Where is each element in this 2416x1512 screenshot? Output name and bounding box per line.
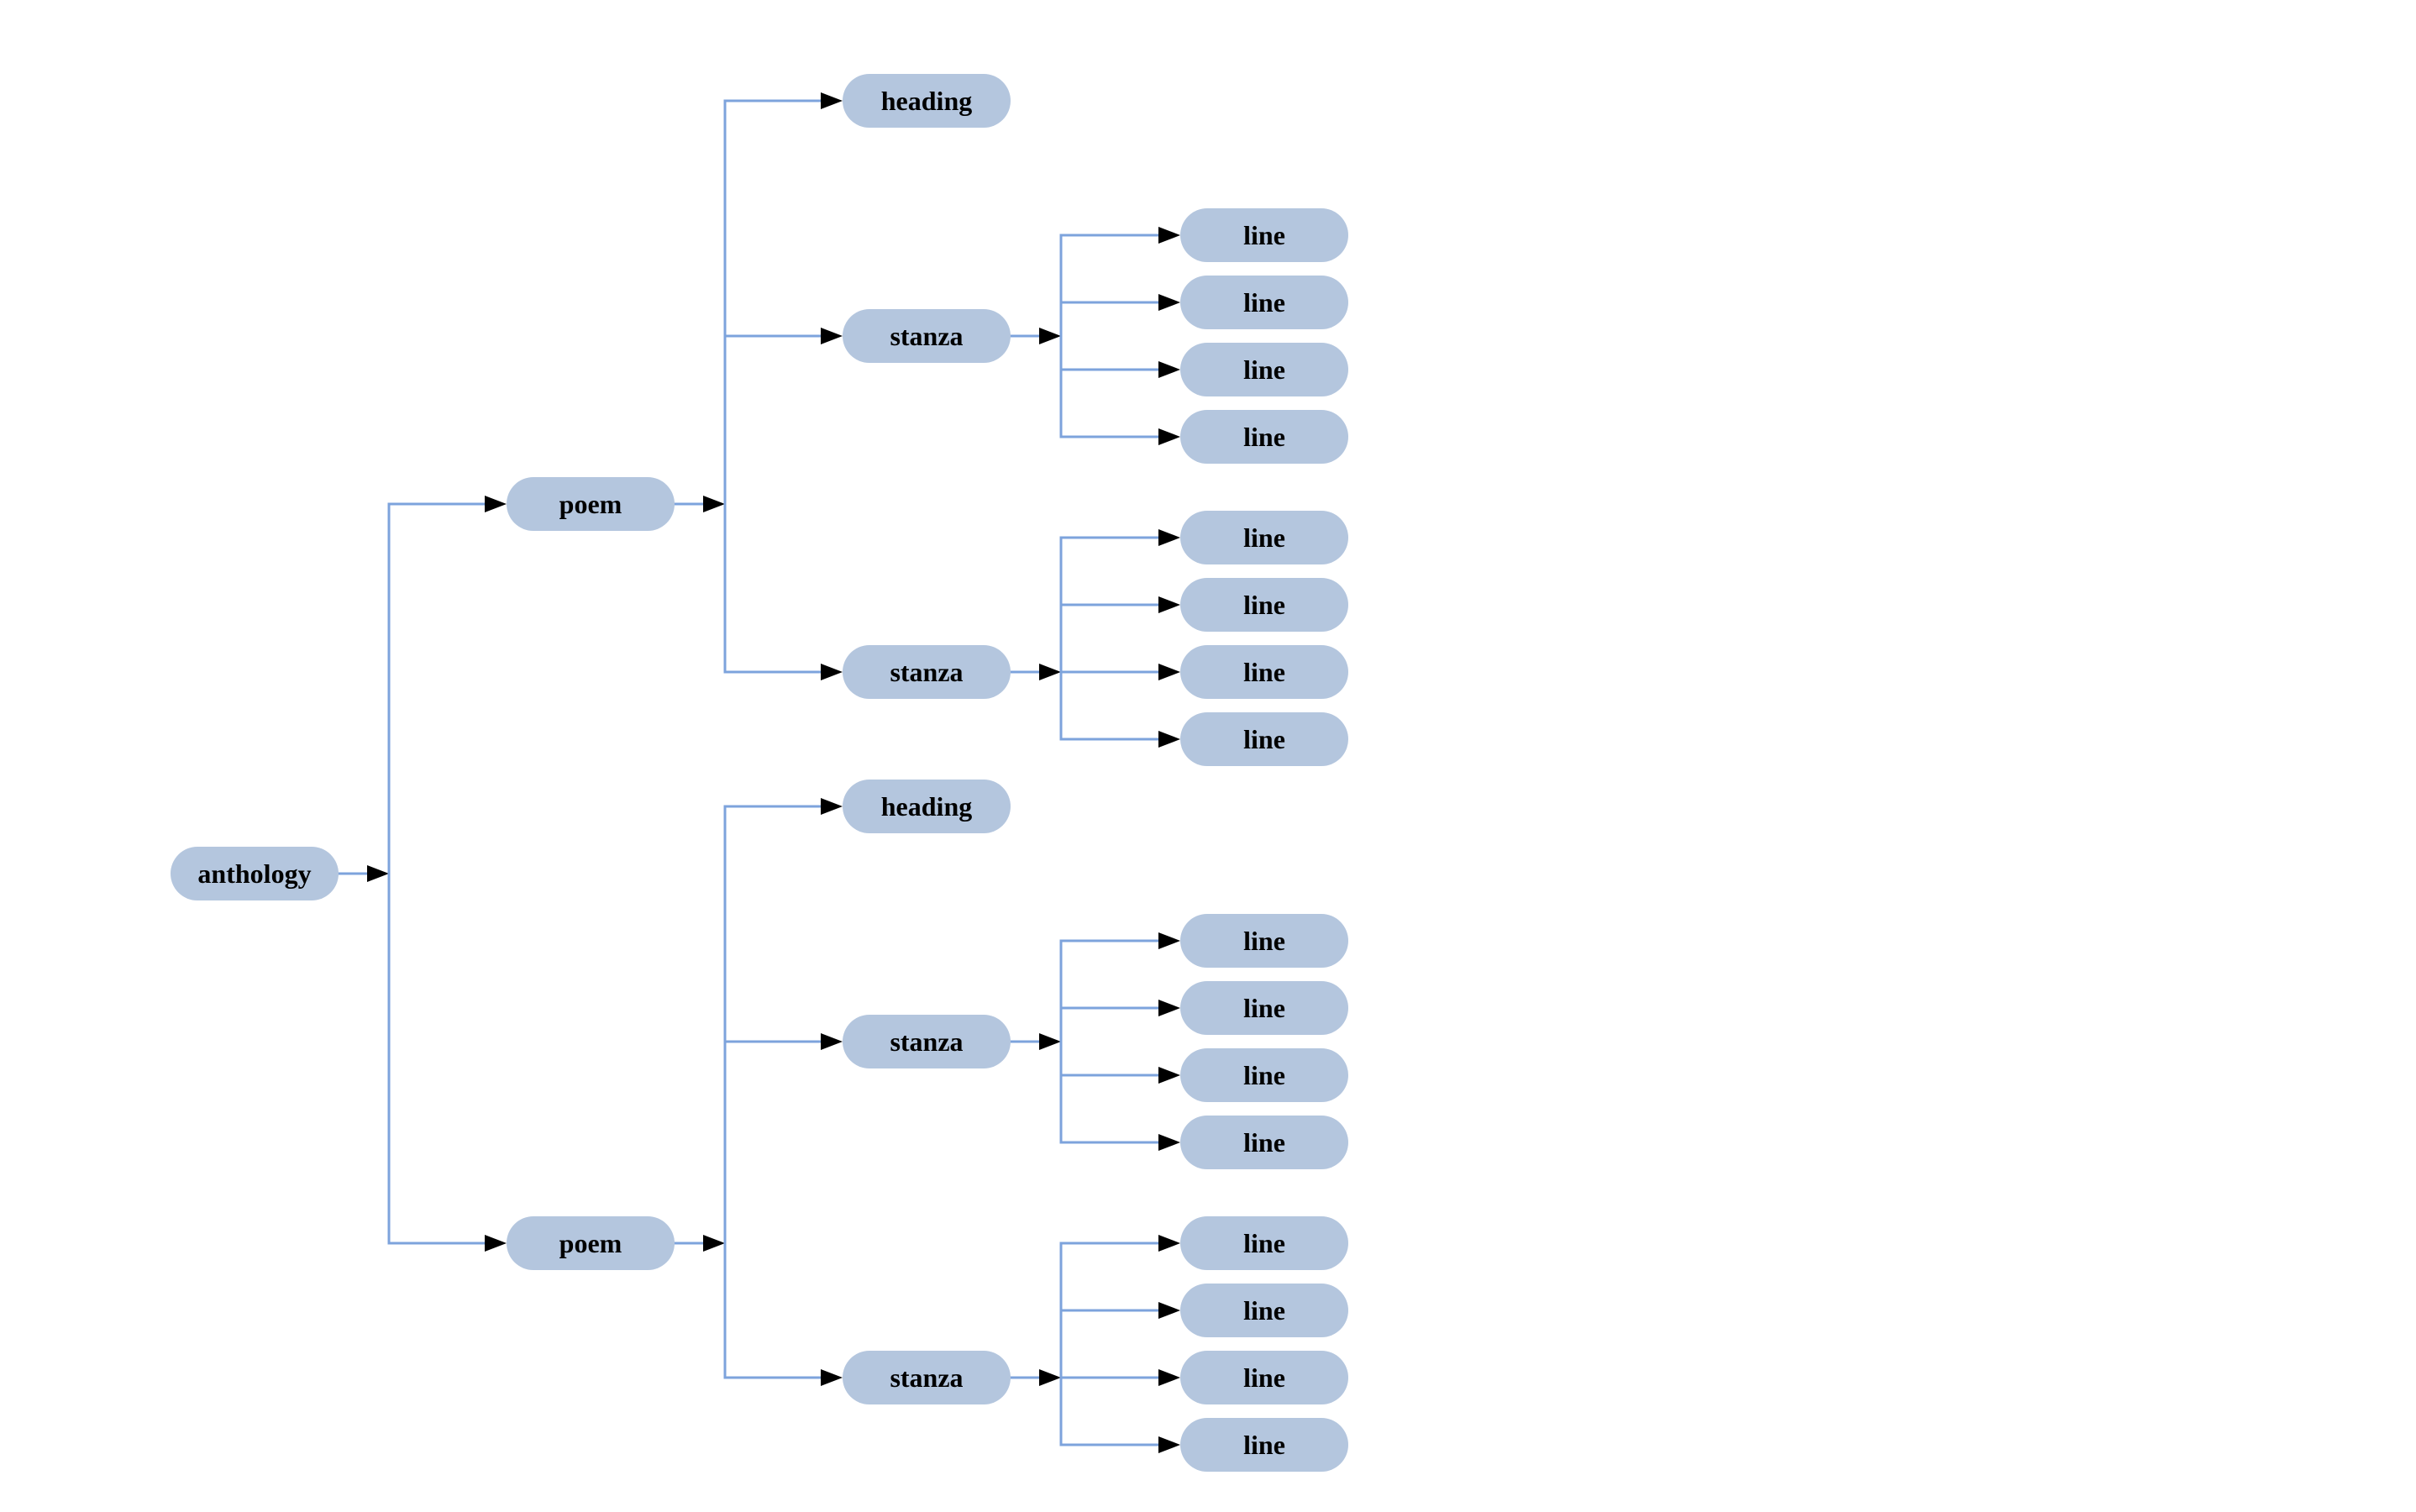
arrowhead-icon: [1158, 596, 1180, 613]
edge-group-stanza4: [1009, 1235, 1180, 1453]
arrowhead-icon: [1039, 664, 1061, 680]
arrowhead-icon: [703, 496, 725, 512]
node-poem1-stanza1-line1: line: [1180, 208, 1348, 262]
node-poem2-stanza1-line4: line: [1180, 1116, 1348, 1169]
node-poem1-stanza1: stanza: [843, 309, 1011, 363]
arrowhead-icon: [1158, 1436, 1180, 1453]
arrowhead-icon: [1039, 1033, 1061, 1050]
arrowhead-icon: [821, 328, 843, 344]
node-poem2-stanza1-line3: line: [1180, 1048, 1348, 1102]
arrowhead-icon: [1158, 1369, 1180, 1386]
arrowhead-icon: [1039, 1369, 1061, 1386]
edge-group-poem1: [673, 92, 843, 680]
arrowhead-icon: [1158, 361, 1180, 378]
edge-group-anthology: [337, 496, 507, 1252]
arrowhead-icon: [1158, 1000, 1180, 1016]
node-poem1-stanza2-line1: line: [1180, 511, 1348, 564]
arrowhead-icon: [821, 1033, 843, 1050]
arrowhead-icon: [1158, 227, 1180, 244]
node-poem2-stanza2-line3: line: [1180, 1351, 1348, 1404]
arrowhead-icon: [1158, 932, 1180, 949]
arrowhead-icon: [821, 1369, 843, 1386]
arrowhead-icon: [1039, 328, 1061, 344]
node-poem1-stanza2: stanza: [843, 645, 1011, 699]
node-poem2-stanza2-line4: line: [1180, 1418, 1348, 1472]
arrowhead-icon: [1158, 1302, 1180, 1319]
arrowhead-icon: [821, 92, 843, 109]
arrowhead-icon: [485, 1235, 507, 1252]
arrowhead-icon: [1158, 1235, 1180, 1252]
node-poem1-stanza1-line4: line: [1180, 410, 1348, 464]
arrowhead-icon: [1158, 428, 1180, 445]
node-poem2-stanza2: stanza: [843, 1351, 1011, 1404]
arrowhead-icon: [821, 664, 843, 680]
node-poem1-stanza1-line2: line: [1180, 276, 1348, 329]
edge-group-stanza3: [1009, 932, 1180, 1151]
node-poem2-stanza1-line1: line: [1180, 914, 1348, 968]
node-poem1-heading: heading: [843, 74, 1011, 128]
node-poem1: poem: [507, 477, 675, 531]
arrowhead-icon: [703, 1235, 725, 1252]
node-poem2-stanza2-line2: line: [1180, 1284, 1348, 1337]
node-poem2-stanza2-line1: line: [1180, 1216, 1348, 1270]
arrowhead-icon: [1158, 664, 1180, 680]
arrowhead-icon: [1158, 294, 1180, 311]
node-poem1-stanza2-line2: line: [1180, 578, 1348, 632]
arrowhead-icon: [1158, 529, 1180, 546]
arrowhead-icon: [1158, 1134, 1180, 1151]
edge-group-stanza2: [1009, 529, 1180, 748]
edge-group-poem2: [673, 798, 843, 1386]
node-poem1-stanza2-line3: line: [1180, 645, 1348, 699]
node-poem2-heading: heading: [843, 780, 1011, 833]
node-poem1-stanza2-line4: line: [1180, 712, 1348, 766]
arrowhead-icon: [1158, 731, 1180, 748]
node-poem2-stanza1-line2: line: [1180, 981, 1348, 1035]
node-anthology: anthology: [171, 847, 339, 900]
arrowhead-icon: [821, 798, 843, 815]
arrowhead-icon: [1158, 1067, 1180, 1084]
arrowhead-icon: [367, 865, 389, 882]
node-poem2: poem: [507, 1216, 675, 1270]
edge-group-stanza1: [1009, 227, 1180, 445]
node-poem1-stanza1-line3: line: [1180, 343, 1348, 396]
arrowhead-icon: [485, 496, 507, 512]
node-poem2-stanza1: stanza: [843, 1015, 1011, 1068]
